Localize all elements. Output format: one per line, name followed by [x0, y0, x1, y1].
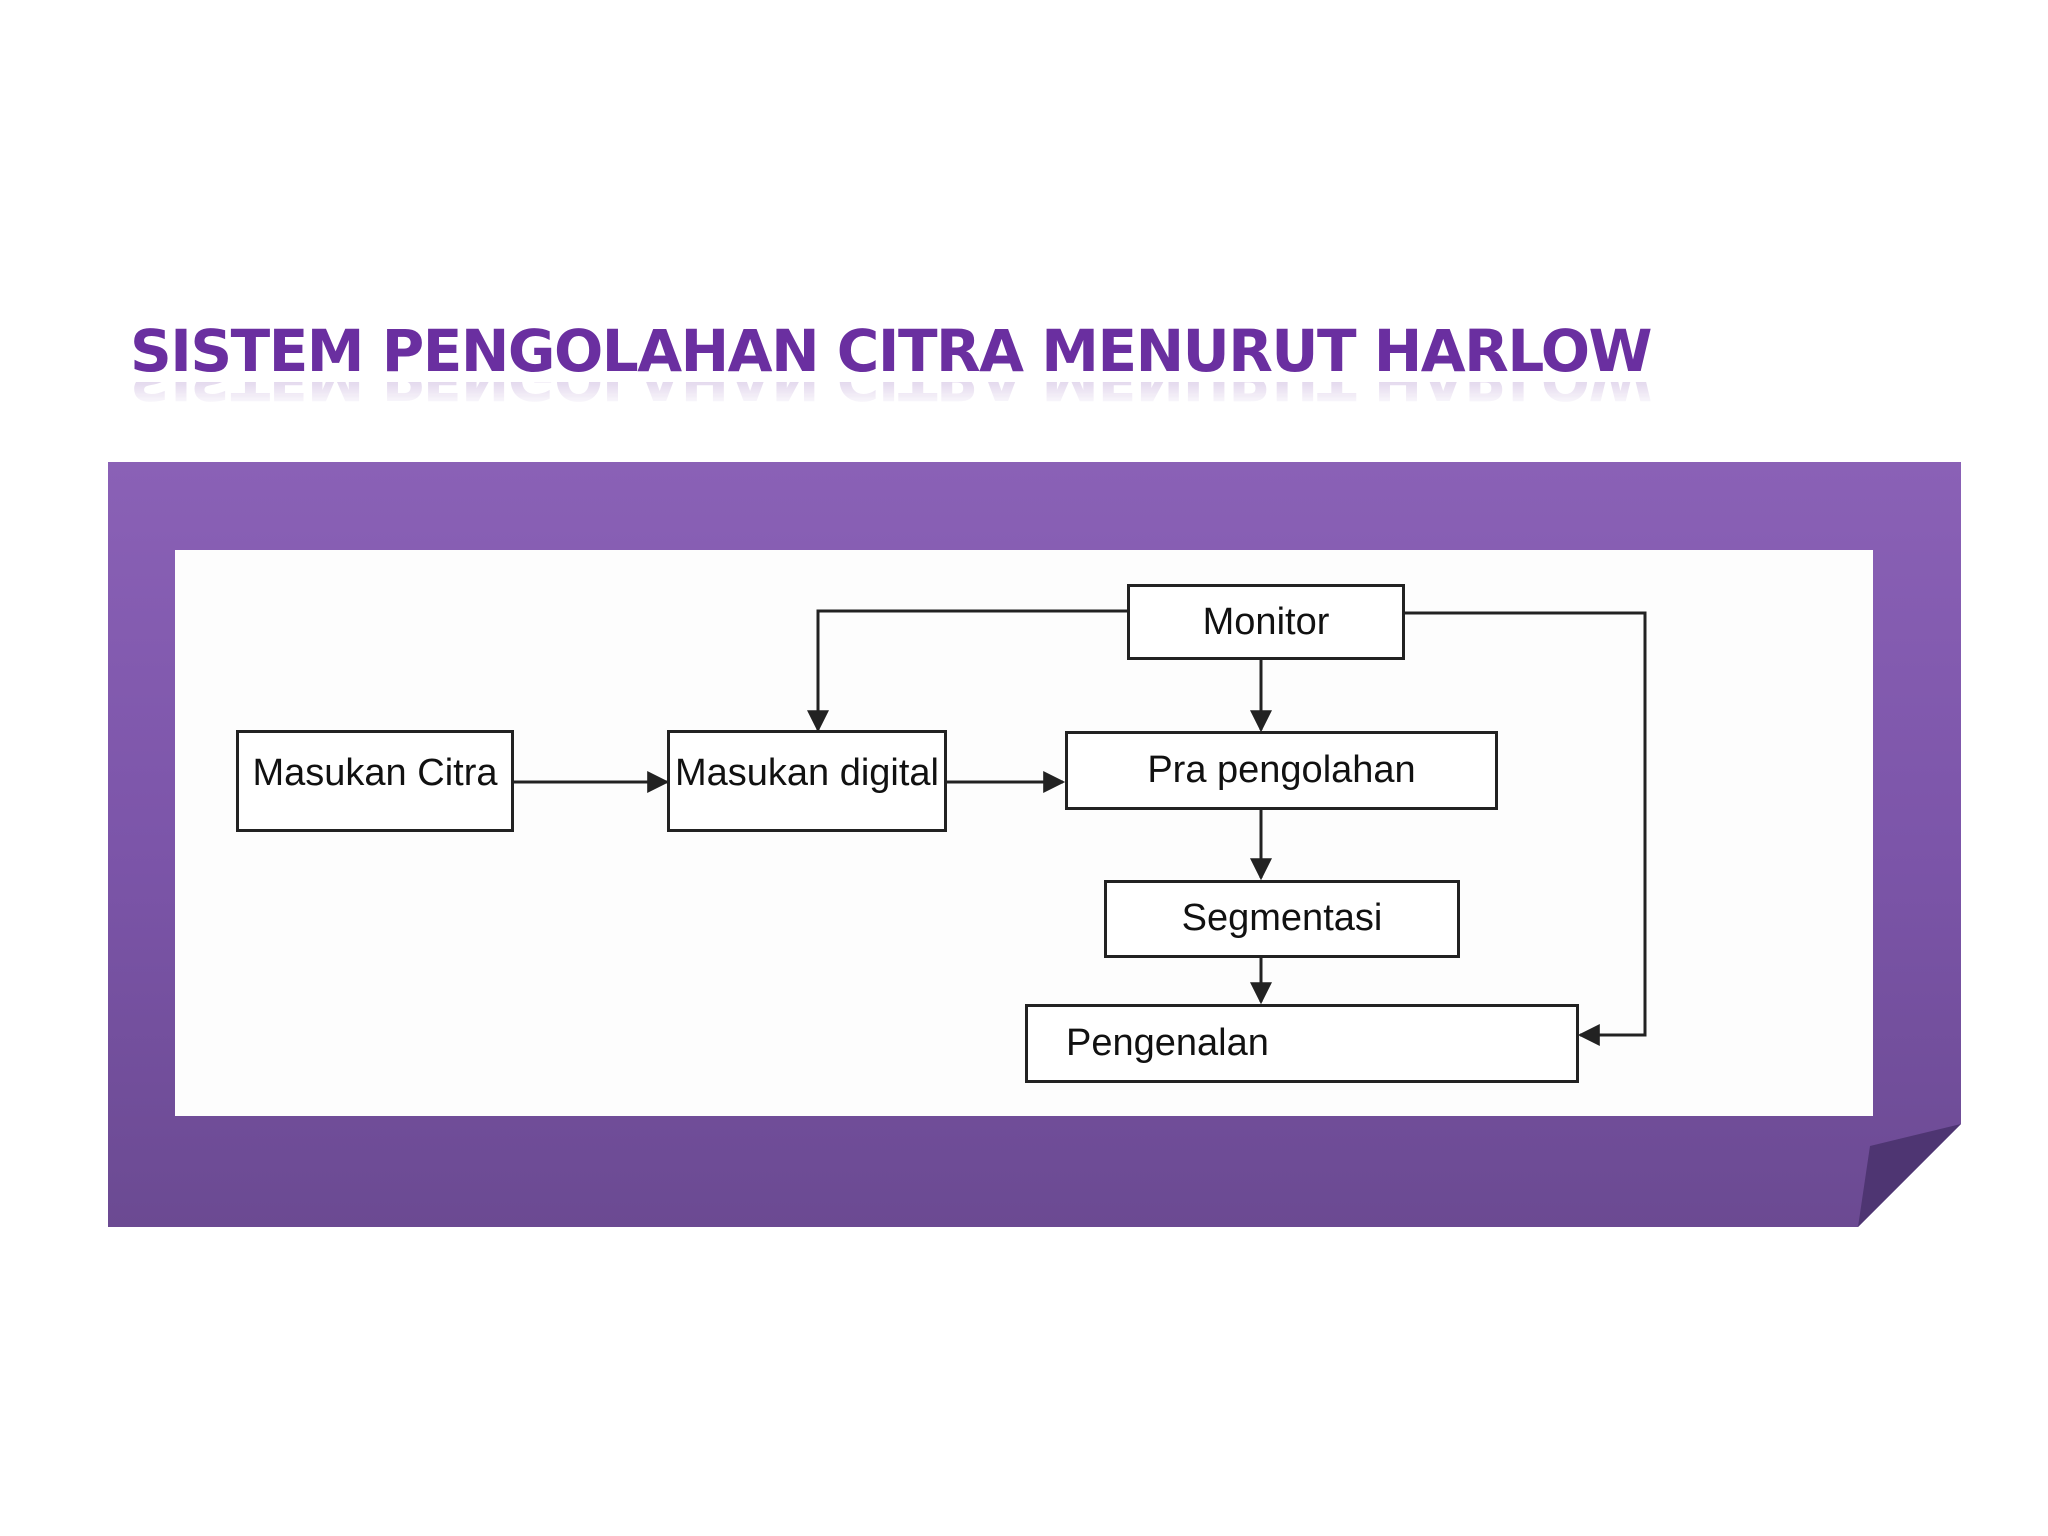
- edge-monitor-to-pengenalan: [1405, 611, 1647, 1046]
- slide-title: SISTEM PENGOLAHAN CITRA MENURUT HARLOW: [130, 317, 1653, 385]
- node-masukan-digital-label: Masukan digital: [674, 752, 940, 794]
- title-block: SISTEM PENGOLAHAN CITRA MENURUT HARLOW S…: [130, 322, 1690, 408]
- node-pra-pengolahan: Pra pengolahan: [1065, 731, 1498, 810]
- node-masukan-citra: Masukan Citra: [236, 730, 514, 832]
- node-segmentasi: Segmentasi: [1104, 880, 1460, 958]
- node-monitor: Monitor: [1127, 584, 1405, 660]
- folded-corner: [1858, 1124, 1961, 1227]
- node-pengenalan: Pengenalan: [1025, 1004, 1579, 1083]
- node-monitor-label: Monitor: [1202, 601, 1330, 643]
- node-pra-pengolahan-label: Pra pengolahan: [1147, 749, 1416, 791]
- node-masukan-citra-label: Masukan Citra: [252, 752, 498, 794]
- diagram-panel: Monitor Masukan Citra Masukan digital Pr…: [175, 550, 1873, 1116]
- node-pengenalan-label: Pengenalan: [1066, 1022, 1269, 1064]
- edge-monitor-to-digital: [807, 609, 1129, 733]
- node-segmentasi-label: Segmentasi: [1181, 897, 1383, 939]
- slide-title-reflection: SISTEM PENGOLAHAN CITRA MENURUT HARLOW: [130, 382, 1690, 408]
- diagram-connectors: [512, 609, 1647, 1046]
- node-masukan-digital: Masukan digital: [667, 730, 947, 832]
